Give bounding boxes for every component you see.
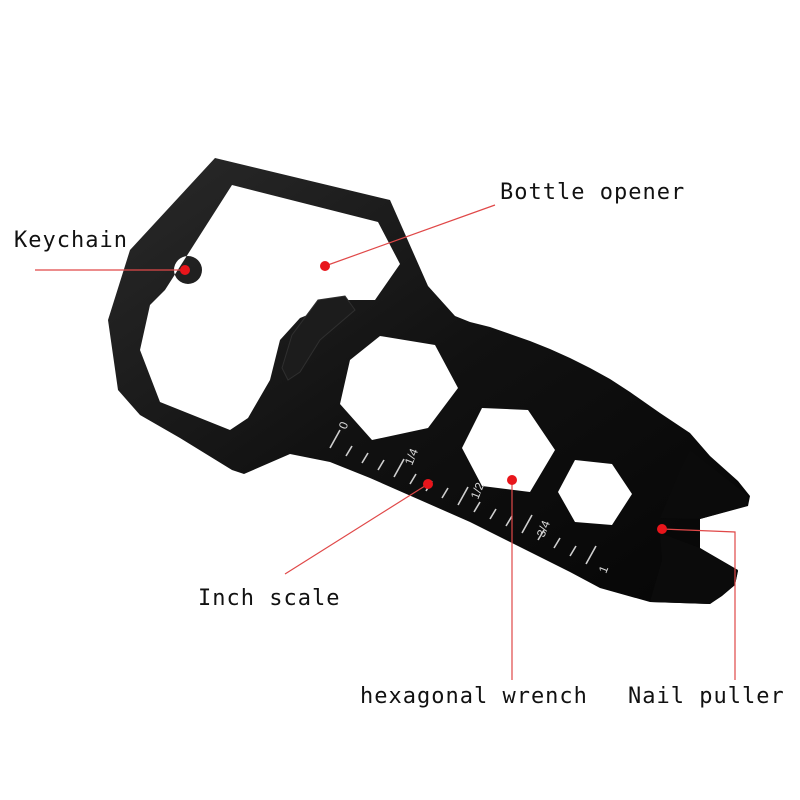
nail-puller-label: Nail puller — [628, 684, 785, 709]
keychain-label: Keychain — [14, 228, 128, 253]
inch-scale-label: Inch scale — [198, 586, 341, 611]
bottle-opener-leader — [324, 204, 496, 267]
nail-puller-upper-jaw — [660, 450, 748, 519]
scale-mark-quarter: 1/4 — [402, 446, 421, 467]
opener-lip — [281, 295, 356, 381]
nail-puller-lower-jaw — [650, 533, 738, 604]
scale-mark-half: 1/2 — [468, 480, 487, 501]
scale-mark-one: 1 — [596, 563, 612, 575]
callout-markers — [180, 261, 667, 534]
hex-wrench-marker — [507, 475, 517, 485]
scale-mark-three-quarter: 3/4 — [534, 518, 553, 539]
inch-scale-marker — [423, 479, 433, 489]
bottle-opener-marker — [320, 261, 330, 271]
nail-puller-leader — [661, 528, 736, 680]
scale-mark-zero: 0 — [336, 419, 352, 431]
nail-puller-marker — [657, 524, 667, 534]
callout-leaders — [35, 204, 736, 680]
keychain-marker — [180, 265, 190, 275]
bottle-opener-label: Bottle opener — [500, 180, 686, 205]
multi-tool-body — [108, 158, 750, 604]
hex-wrench-label: hexagonal wrench — [360, 684, 588, 709]
inch-scale-leader — [284, 483, 429, 575]
